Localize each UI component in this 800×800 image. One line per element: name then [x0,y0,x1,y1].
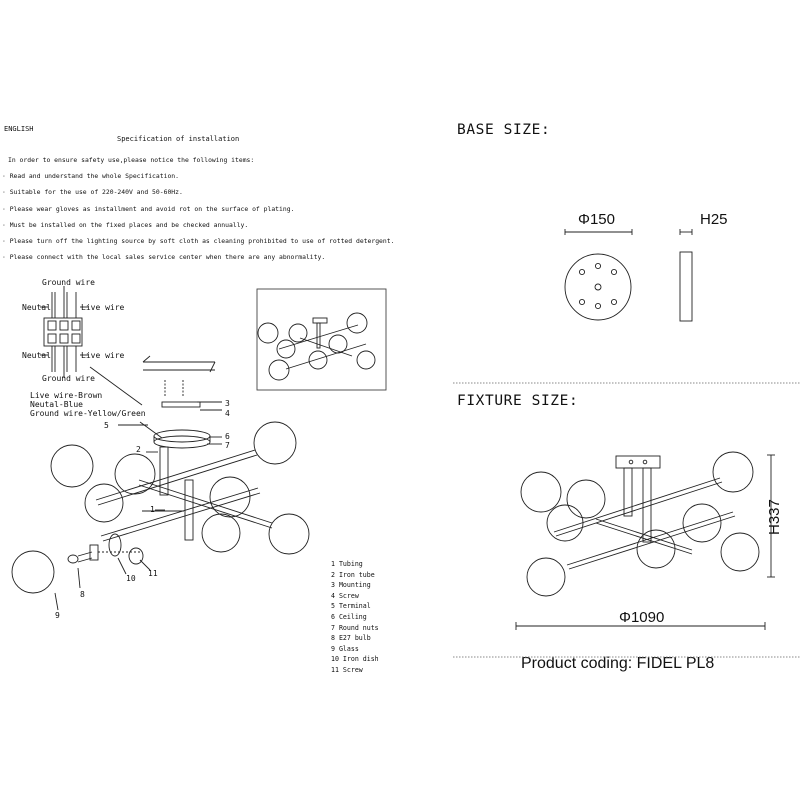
instruction-line: In order to ensure safety use,please not… [8,156,255,164]
instruction-list: In order to ensure safety use,please not… [2,152,394,265]
parts-list: 1 Tubing 2 Iron tube 3 Mounting 4 Screw … [331,559,379,676]
overview-box [256,288,387,391]
wire-color-ground: Ground wire-Yellow/Green [30,409,146,418]
base-diameter-label: Φ150 [578,211,615,228]
fixture-size-heading: FIXTURE SIZE: [457,393,579,409]
spec-title: Specification of installation [117,135,240,143]
wiring-neutral-bottom-label: Neutal [22,351,51,360]
callout-9: 9 [55,611,60,620]
callout-2: 2 [136,445,141,454]
parts-list-item: 6 Ceiling [331,612,367,621]
wire-color-neutral: Neutal-Blue [30,400,83,409]
fixture-dimension-lines [515,454,775,630]
wiring-live-top-label: Live wire [81,303,125,312]
wiring-neutral-top-label: Neutal [22,303,51,312]
mounting-canopy [139,421,222,449]
callout-3: 3 [225,399,230,408]
parts-list-item: 2 Iron tube [331,570,375,579]
parts-list-item: 10 Iron dish [331,655,379,664]
base-plate-top-view [564,253,632,321]
parts-list-item: 8 E27 bulb [331,634,371,643]
instruction-line: · Please turn off the lighting source by… [2,237,395,246]
instruction-line: · Please wear gloves as installment and … [2,204,295,213]
wiring-ground-top-label: Ground wire [42,278,95,287]
parts-list-item: 4 Screw [331,591,359,600]
parts-list-item: 3 Mounting [331,581,371,590]
ceiling-plate [142,355,222,411]
wiring-live-bottom-label: Live wire [81,351,125,360]
bulb-socket-detail [67,533,144,565]
callout-leaders [54,424,165,611]
fixture-arms [95,446,273,542]
overview-fixture [257,312,376,381]
base-plate-side-view [679,251,693,322]
base-height-label: H25 [700,211,728,228]
instruction-line: · Suitable for the use of 220-240V and 5… [2,188,183,197]
callout-6: 6 [225,432,230,441]
parts-list-item: 1 Tubing [331,560,363,568]
instruction-line: · Read and understand the whole Specific… [2,172,179,181]
glass-shades [11,421,310,594]
parts-list-item: 5 Terminal [331,602,371,611]
callout-4: 4 [225,409,230,418]
language-label: ENGLISH [4,125,34,133]
base-size-heading: BASE SIZE: [457,122,551,138]
parts-list-item: 11 Screw [331,665,363,674]
wire-color-live: Live wire-Brown [30,391,102,400]
base-dimension-lines [564,229,693,235]
instruction-line: · Please connect with the local sales se… [2,253,326,262]
callout-1: 1 [150,505,155,514]
fixture-elevation [520,451,760,597]
callout-11: 11 [148,569,158,578]
fixture-width-label: Φ1090 [619,609,665,626]
wiring-terminal-block [40,286,143,406]
instruction-line: · Must be installed on the fixed places … [2,220,249,229]
parts-list-item: 7 Round nuts [331,623,379,632]
wiring-ground-bottom-label: Ground wire [42,374,95,383]
callout-5: 5 [104,421,109,430]
product-coding: Product coding: FIDEL PL8 [521,655,715,672]
callout-8: 8 [80,590,85,599]
callout-7: 7 [225,441,230,450]
parts-list-item: 9 Glass [331,644,359,653]
callout-10: 10 [126,574,136,583]
